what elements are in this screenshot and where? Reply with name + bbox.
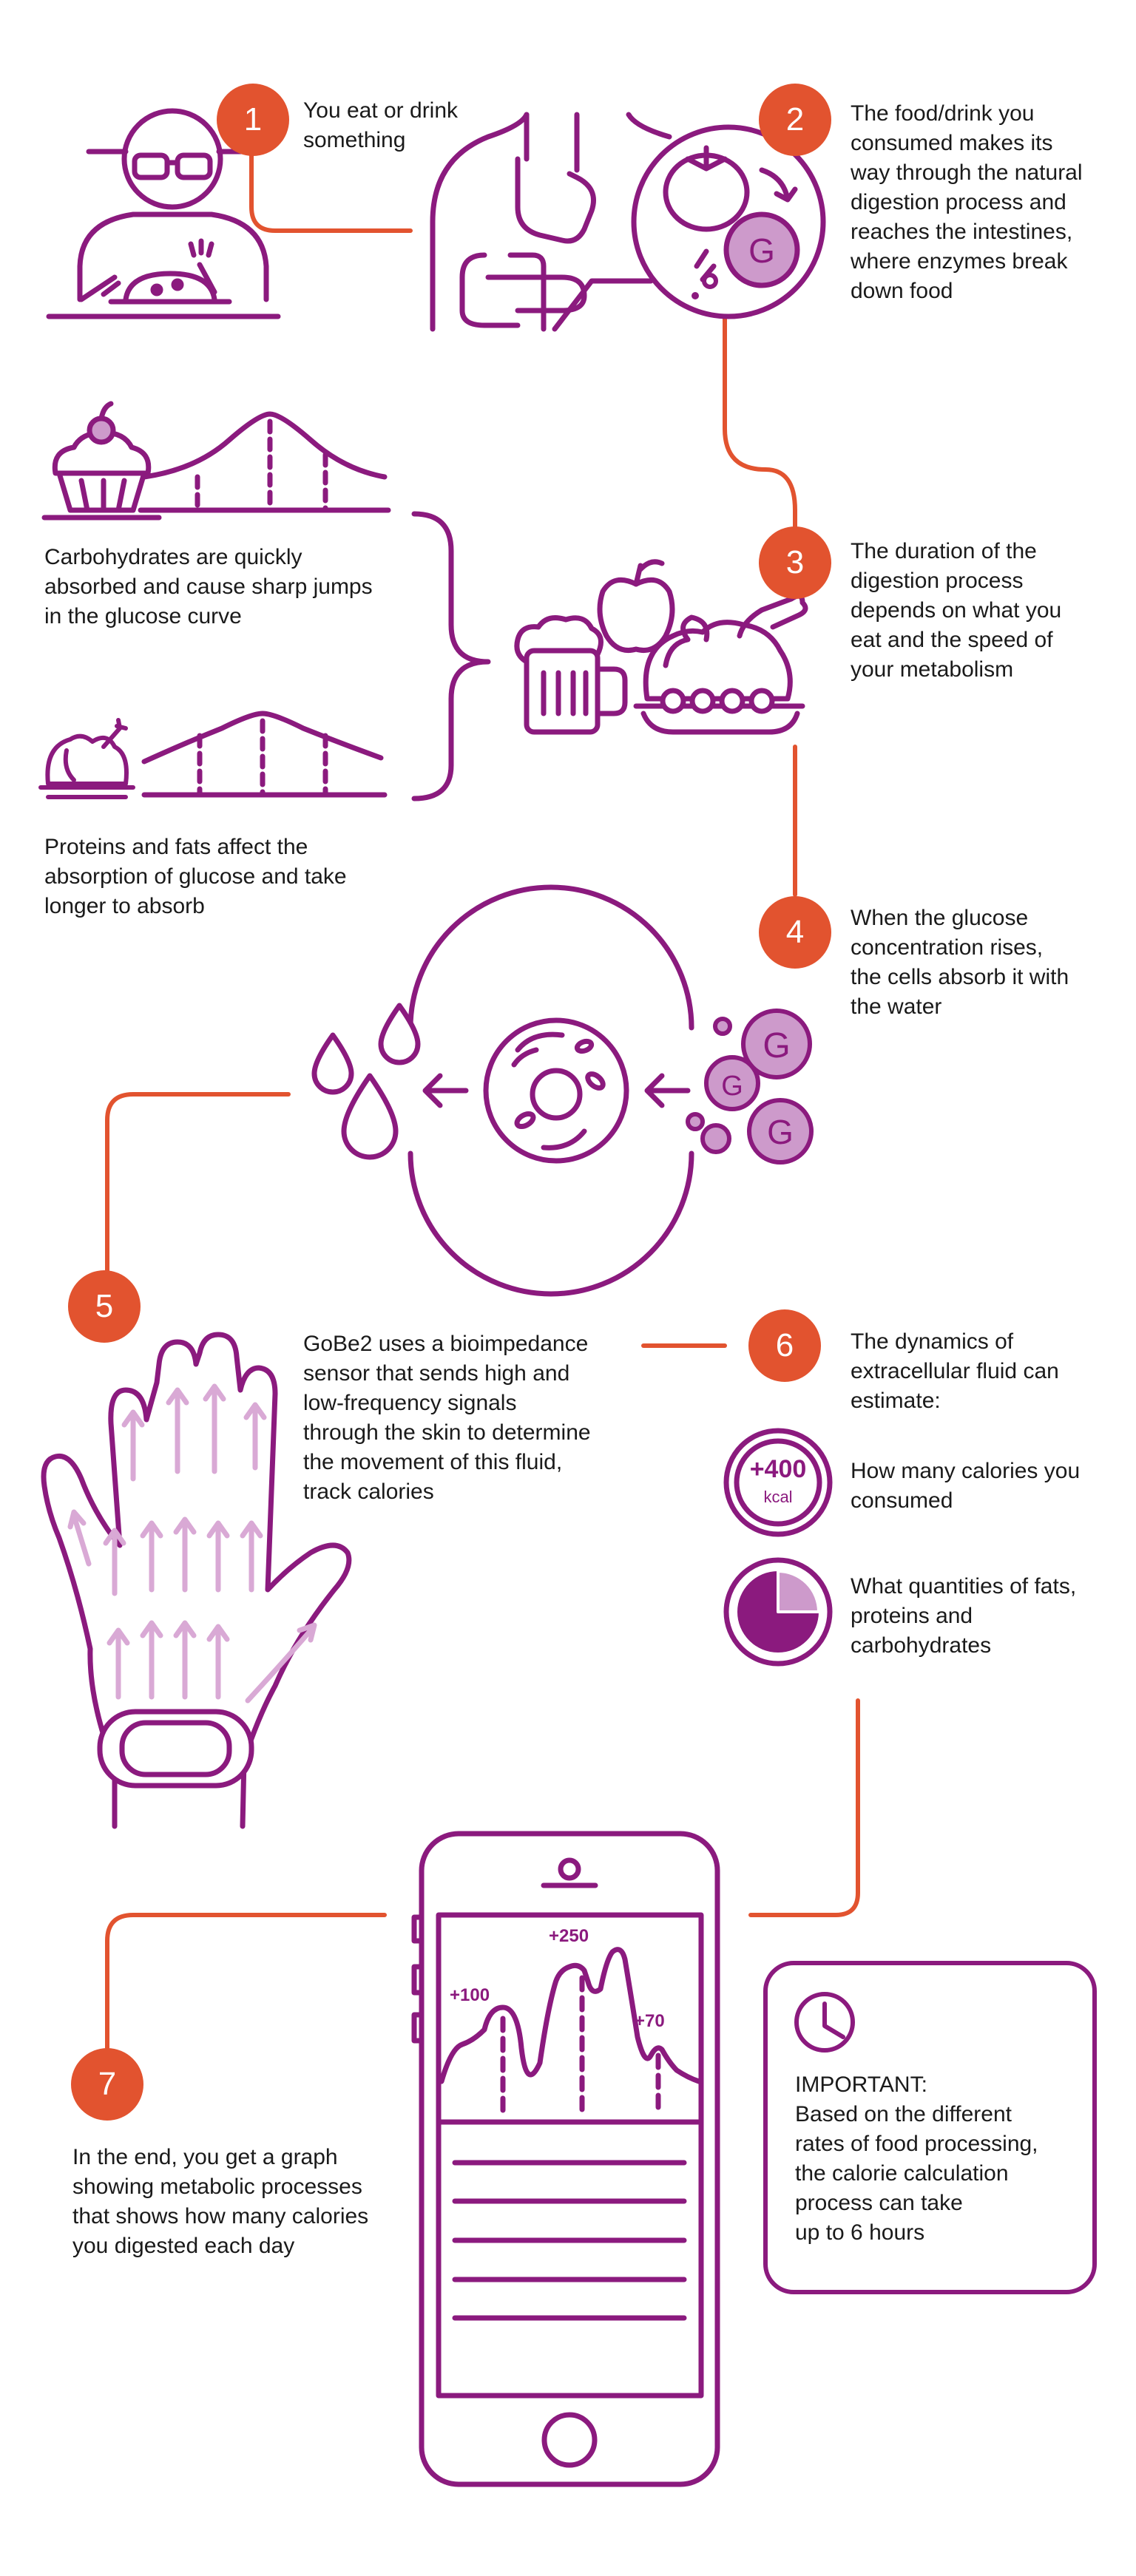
digestive-system-icon (430, 112, 672, 332)
cupcake-icon (41, 401, 162, 521)
sharp-glucose-curve (138, 411, 391, 513)
tomato-icon (663, 145, 798, 232)
step-7-text: In the end, you get a graph showing meta… (72, 2145, 369, 2258)
signal-arrows-icon (67, 1383, 317, 1704)
step-4-text: When the glucose concentration rises, th… (851, 906, 1069, 1019)
roast-chicken-small-icon (38, 718, 135, 799)
beer-mug-icon (514, 615, 628, 735)
calories-estimate-text: How many calories you consumed (851, 1459, 1081, 1513)
graph-peak-label: +100 (450, 1985, 490, 2005)
macronutrient-pie-icon (723, 1557, 833, 1667)
calories-unit: kcal (763, 1488, 793, 1506)
hand-with-wristband-icon (41, 1332, 352, 1829)
glucose-letter: G (763, 1026, 790, 1065)
step-3-text: The duration of the digestion process de… (851, 539, 1062, 682)
bracket-icon (411, 511, 491, 801)
step-number-6: 6 (748, 1309, 821, 1382)
calories-value: +400 (749, 1455, 807, 1483)
glucose-letter: G (748, 231, 775, 270)
apple-icon (597, 559, 675, 653)
connector-lines (105, 153, 860, 2050)
step-number-3: 3 (759, 526, 831, 599)
step-5-text: GoBe2 uses a bioimpedance sensor that se… (303, 1332, 591, 1504)
step-number-2: 2 (759, 84, 831, 156)
calories-badge-icon (723, 1428, 833, 1537)
step-number-1: 1 (217, 84, 289, 156)
flat-glucose-curve (141, 711, 388, 798)
step-1-text: You eat or drink something (303, 98, 459, 152)
step-number-4: 4 (759, 896, 831, 969)
roast-chicken-icon (633, 593, 808, 735)
graph-peak-label: +250 (549, 1926, 589, 1946)
step-number-7: 7 (71, 2048, 143, 2121)
step-number-5: 5 (68, 1270, 141, 1343)
macros-estimate-text: What quantities of fats, proteins and ca… (851, 1574, 1077, 1658)
phone-metabolic-graph (439, 1947, 702, 2118)
important-box (763, 1961, 1097, 2294)
carbs-text: Carbohydrates are quickly absorbed and c… (44, 545, 373, 628)
smartphone-icon (411, 1831, 720, 2487)
glucose-molecules-icon (686, 1009, 814, 1165)
step-6-text: The dynamics of extracellular fluid can … (851, 1329, 1059, 1413)
important-heading: IMPORTANT: (795, 2072, 927, 2097)
proteins-text: Proteins and fats affect the absorption … (44, 835, 347, 918)
step-2-text: The food/drink you consumed makes its wa… (851, 101, 1083, 303)
glucose-letter: G (767, 1113, 794, 1151)
glucose-letter: G (721, 1071, 743, 1102)
important-text: Based on the different rates of food pro… (795, 2102, 1038, 2245)
cell-cycle-diagram (408, 884, 694, 1297)
water-drops-icon (311, 1003, 421, 1160)
graph-peak-label: +70 (635, 2011, 665, 2031)
